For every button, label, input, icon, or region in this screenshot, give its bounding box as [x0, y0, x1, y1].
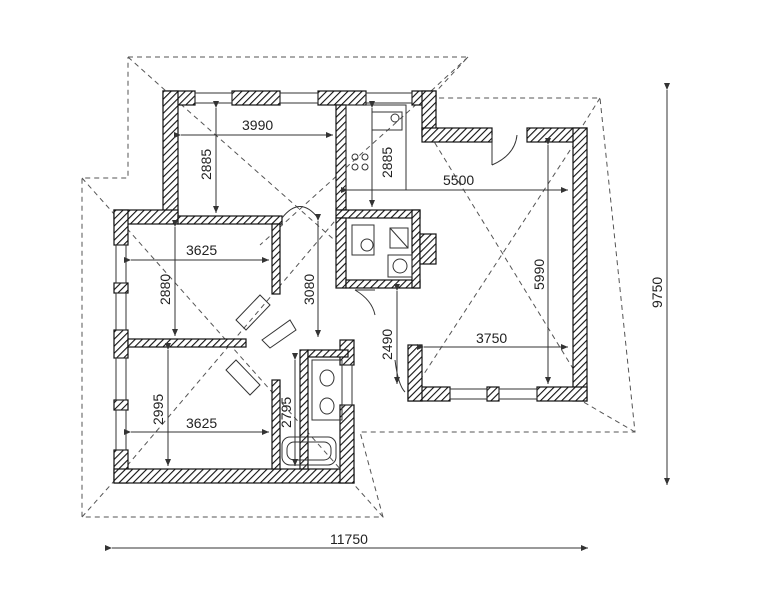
left-bottom-room-depth-label: 2995 — [150, 394, 166, 425]
exterior-walls — [113, 90, 588, 484]
overall-height-label: 9750 — [649, 277, 665, 308]
kitchen-fixtures — [345, 104, 407, 191]
left-mid-room-depth-label: 2880 — [157, 274, 173, 305]
left-bottom-room-width-label: 3625 — [186, 415, 217, 431]
bathroom-fixtures — [281, 224, 437, 466]
left-mid-room-width-label: 3625 — [186, 242, 217, 258]
hall-depth-label: 3080 — [301, 274, 317, 305]
interior-walls — [127, 104, 421, 470]
room-dimension-lines — [124, 101, 568, 466]
windows — [115, 92, 538, 451]
top-left-room-width-label: 3990 — [242, 117, 273, 133]
living-depth-label: 5990 — [531, 259, 547, 290]
overall-width-label: 11750 — [330, 531, 368, 547]
living-lower-width-label: 3750 — [476, 330, 507, 346]
top-left-room-depth-label: 2885 — [198, 149, 214, 180]
vestibule-depth-label: 2490 — [379, 329, 395, 360]
overall-dimension-lines — [105, 83, 670, 551]
living-width-label: 5500 — [443, 172, 474, 188]
kitchen-depth-label: 2885 — [379, 147, 395, 178]
bath-depth-label: 2795 — [278, 397, 294, 428]
